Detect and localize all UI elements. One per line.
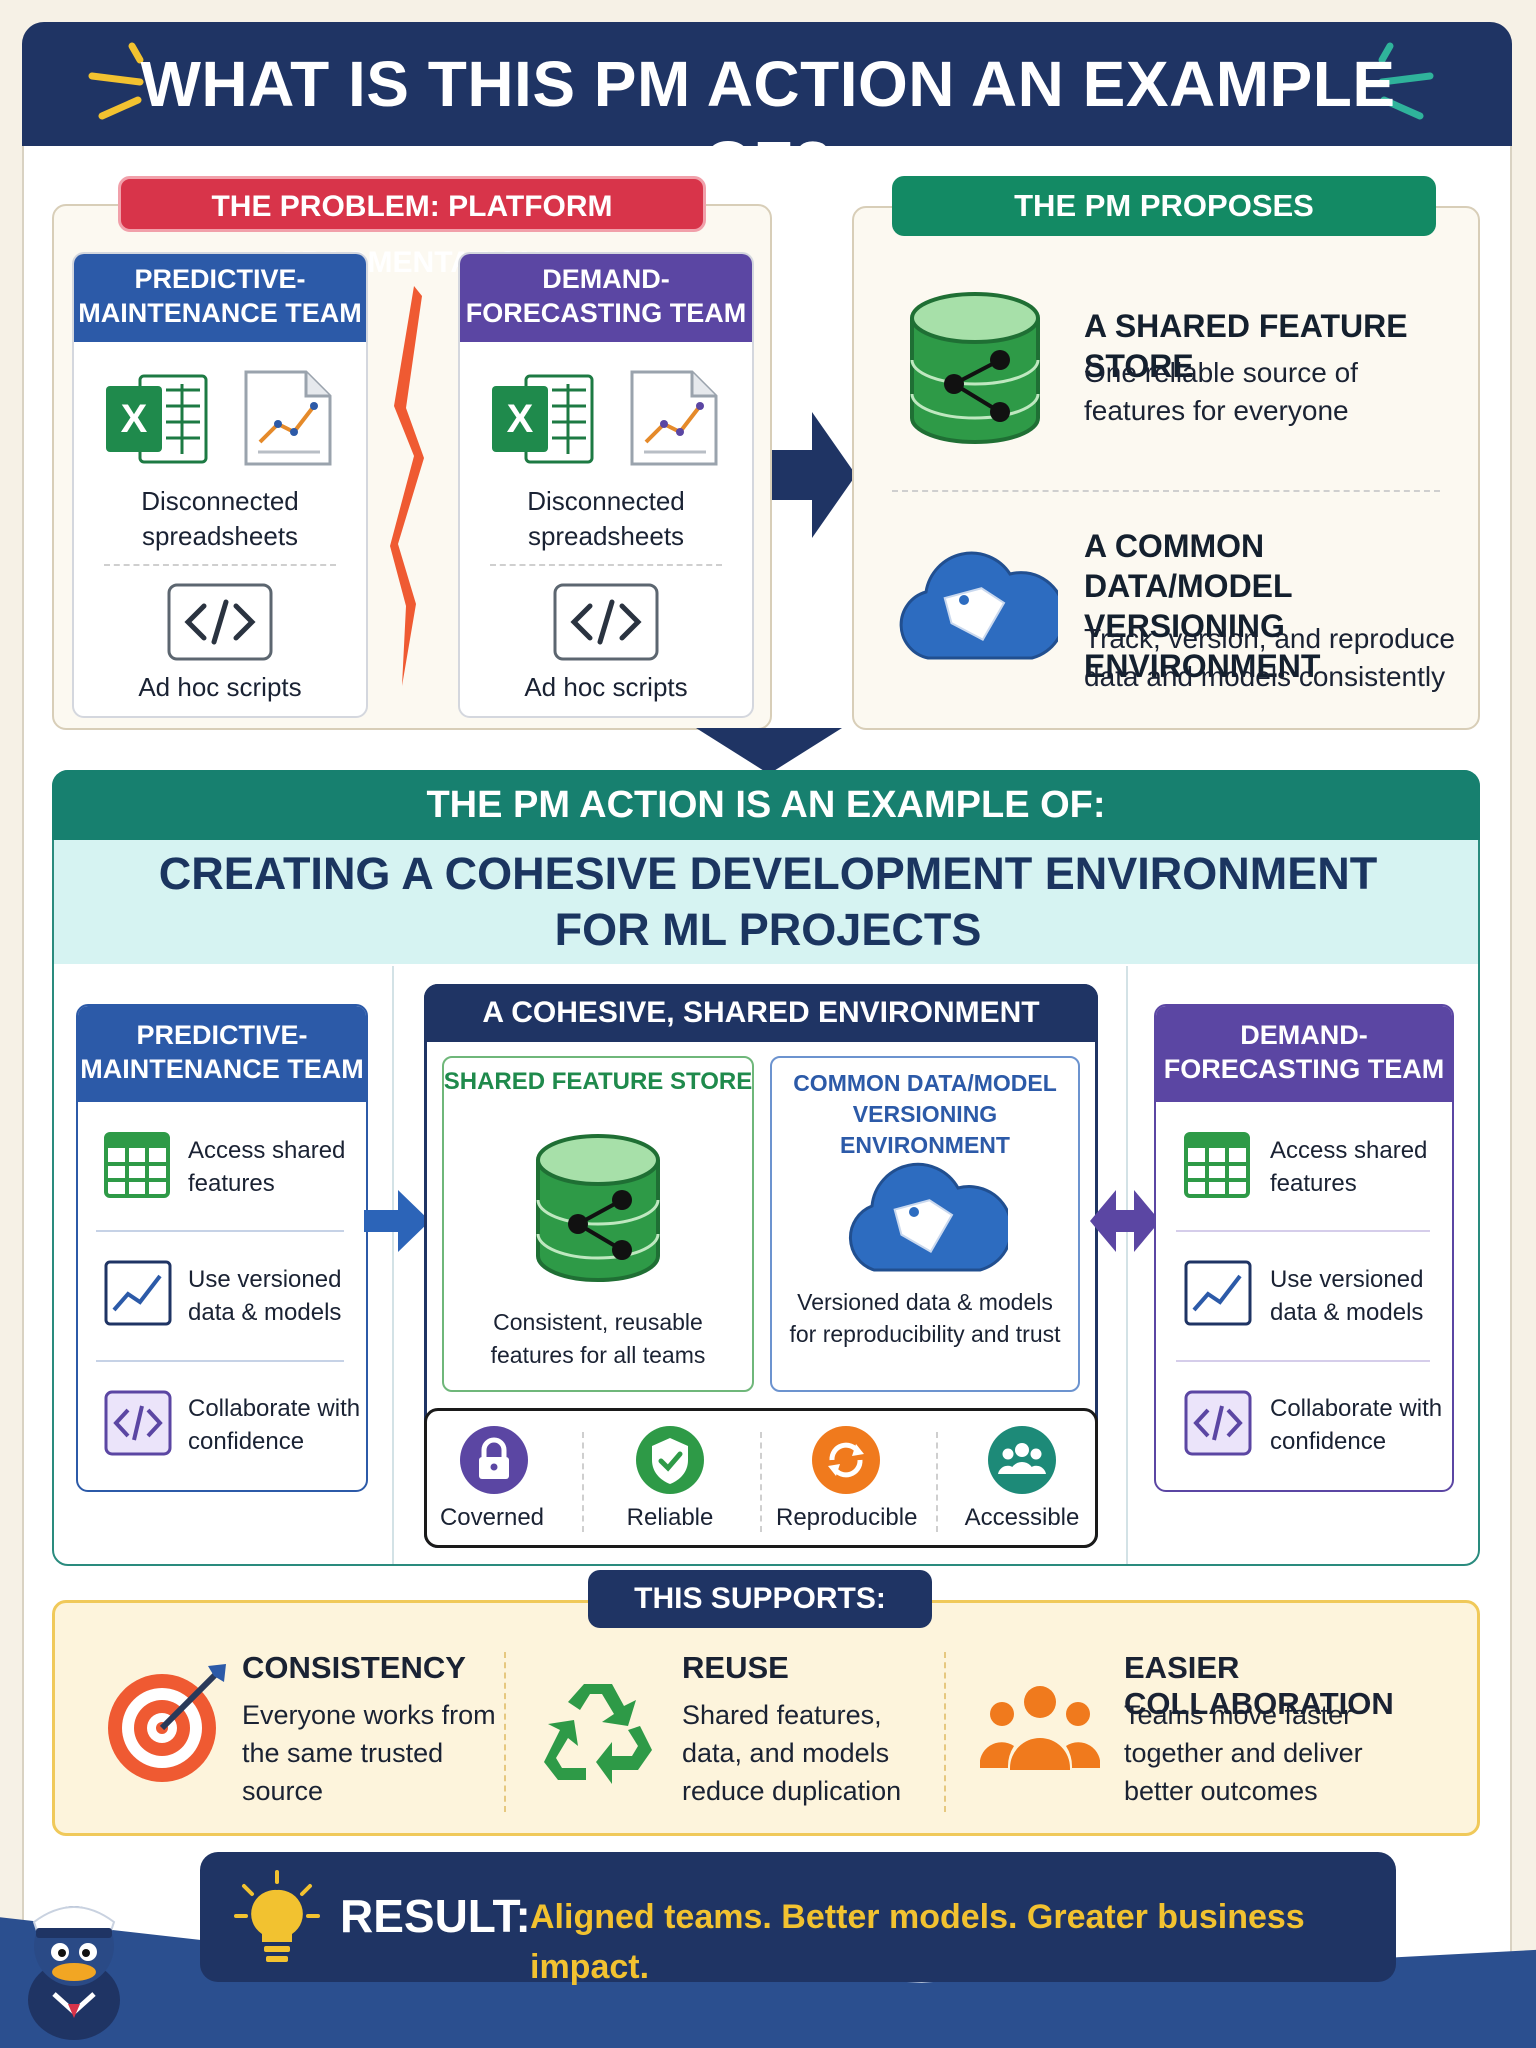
table-grid-icon [1184,1132,1250,1198]
recycle-icon [544,1684,652,1784]
code-icon [104,1390,172,1456]
example-label: THE PM ACTION IS AN EXAMPLE OF: [426,784,1106,826]
team-item-spreadsheets: Disconnected spreadsheets [527,486,685,551]
versioning-title: COMMON DATA/MODEL VERSIONING ENVIRONMENT [793,1070,1057,1158]
code-icon [553,583,659,661]
proposal-item-desc: Track, version, and reproduce data and m… [1084,623,1455,692]
code-icon [1184,1390,1252,1456]
team-name: PREDICTIVE-MAINTENANCE TEAM [78,1006,366,1102]
divider [892,490,1440,492]
feature-store-database-icon [536,1134,660,1282]
header-band [22,22,1512,146]
divider [96,1230,344,1232]
team-item-spreadsheets: Disconnected spreadsheets [141,486,299,551]
duck-sailor-mascot-icon [28,1906,120,2040]
people-group-icon [980,1686,1100,1770]
example-section-header [52,770,1480,840]
right-team-card: DEMAND-FORECASTING TEAM [1154,1004,1454,1492]
badge-label: Accessible [964,1504,1080,1531]
svg-text:X: X [121,397,148,441]
line-chart-icon [104,1260,172,1326]
excel-icon: X [106,374,208,464]
team-benefit-label: Collaborate with confidence [1270,1395,1443,1455]
shield-check-icon [636,1426,704,1494]
team-name: DEMAND-FORECASTING TEAM [460,254,752,342]
support-desc: Shared features, data, and models reduce… [682,1700,902,1806]
team-benefit-label: Collaborate with confidence [188,1395,361,1455]
team-item-scripts: Ad hoc scripts [524,672,688,702]
divider [504,1652,506,1812]
chart-document-icon [630,370,718,466]
line-chart-icon [1184,1260,1252,1326]
arrow-down-icon [696,728,842,774]
answer-band [54,840,1478,964]
spark-left-icon [88,42,144,120]
team-item-scripts: Ad hoc scripts [138,672,302,702]
badge-label: Reliable [626,1504,714,1531]
supports-label: THIS SUPPORTS: [588,1570,932,1628]
team-name: PREDICTIVE-MAINTENANCE TEAM [74,254,366,342]
divider [944,1652,946,1812]
team-benefit-label: Use versioned data & models [188,1266,342,1326]
divider [104,564,336,566]
divider [936,1432,938,1532]
feature-store-desc: Consistent, reusable features for all te… [490,1309,706,1368]
divider [96,1360,344,1362]
code-icon [167,583,273,661]
team-benefit-label: Access shared features [188,1137,346,1197]
arrow-right-icon [772,412,856,538]
excel-icon: X [492,374,594,464]
team-benefit-label: Access shared features [1270,1137,1428,1197]
lock-icon [460,1426,528,1494]
shared-environment-title: A COHESIVE, SHARED ENVIRONMENT [424,984,1098,1042]
spark-right-icon [1378,42,1434,120]
divider [1176,1230,1430,1232]
arrow-bidirectional-icon [1090,1190,1160,1252]
cloud-version-tag-icon [899,551,1058,660]
problem-label: THE PROBLEM: PLATFORM FRAGMENTATION [118,176,706,279]
answer-text: CREATING A COHESIVE DEVELOPMENT ENVIRONM… [158,848,1378,955]
refresh-cycle-icon [812,1426,880,1494]
supports-panel [52,1600,1480,1836]
proposal-item-title: A SHARED FEATURE STORE [1084,308,1408,384]
proposal-item-desc: One reliable source of features for ever… [1084,357,1358,426]
result-bar [200,1852,1396,1982]
lightbulb-icon [234,1870,320,1962]
cloud-version-tag-icon [848,1162,1008,1272]
divider [490,564,722,566]
proposal-item-title: A COMMON DATA/MODEL VERSIONING ENVIRONME… [1084,528,1321,684]
feature-store-database-icon [910,292,1040,444]
chart-document-icon [244,370,332,466]
people-group-icon [988,1426,1056,1494]
divider [1126,966,1128,1564]
divider [392,966,394,1564]
result-label: RESULT: [340,1890,531,1942]
support-title: CONSISTENCY [242,1650,466,1685]
support-desc: Teams move faster together and deliver b… [1124,1700,1363,1806]
divider [582,1432,584,1532]
result-text: Aligned teams. Better models. Greater bu… [530,1898,1305,1986]
team-benefit-label: Use versioned data & models [1270,1266,1424,1326]
badge-label: Reproducible [776,1504,918,1531]
divider [760,1432,762,1532]
support-desc: Everyone works from the same trusted sou… [242,1700,496,1806]
fragmentation-break-icon [390,286,424,686]
page-title: WHAT IS THIS PM ACTION AN EXAMPLE OF? [140,48,1396,200]
team-name: DEMAND-FORECASTING TEAM [1156,1006,1452,1102]
table-grid-icon [104,1132,170,1198]
divider [1176,1360,1430,1362]
target-icon [108,1664,226,1782]
versioning-desc: Versioned data & models for reproducibil… [789,1289,1061,1347]
svg-text:X: X [507,397,534,441]
badge-label: Coverned [439,1504,545,1531]
feature-store-title: SHARED FEATURE STORE [443,1068,753,1095]
support-title: REUSE [682,1650,789,1685]
arrow-right-icon [364,1190,430,1252]
proposal-label: THE PM PROPOSES [892,176,1436,236]
support-title: EASIER COLLABORATION [1124,1650,1394,1721]
